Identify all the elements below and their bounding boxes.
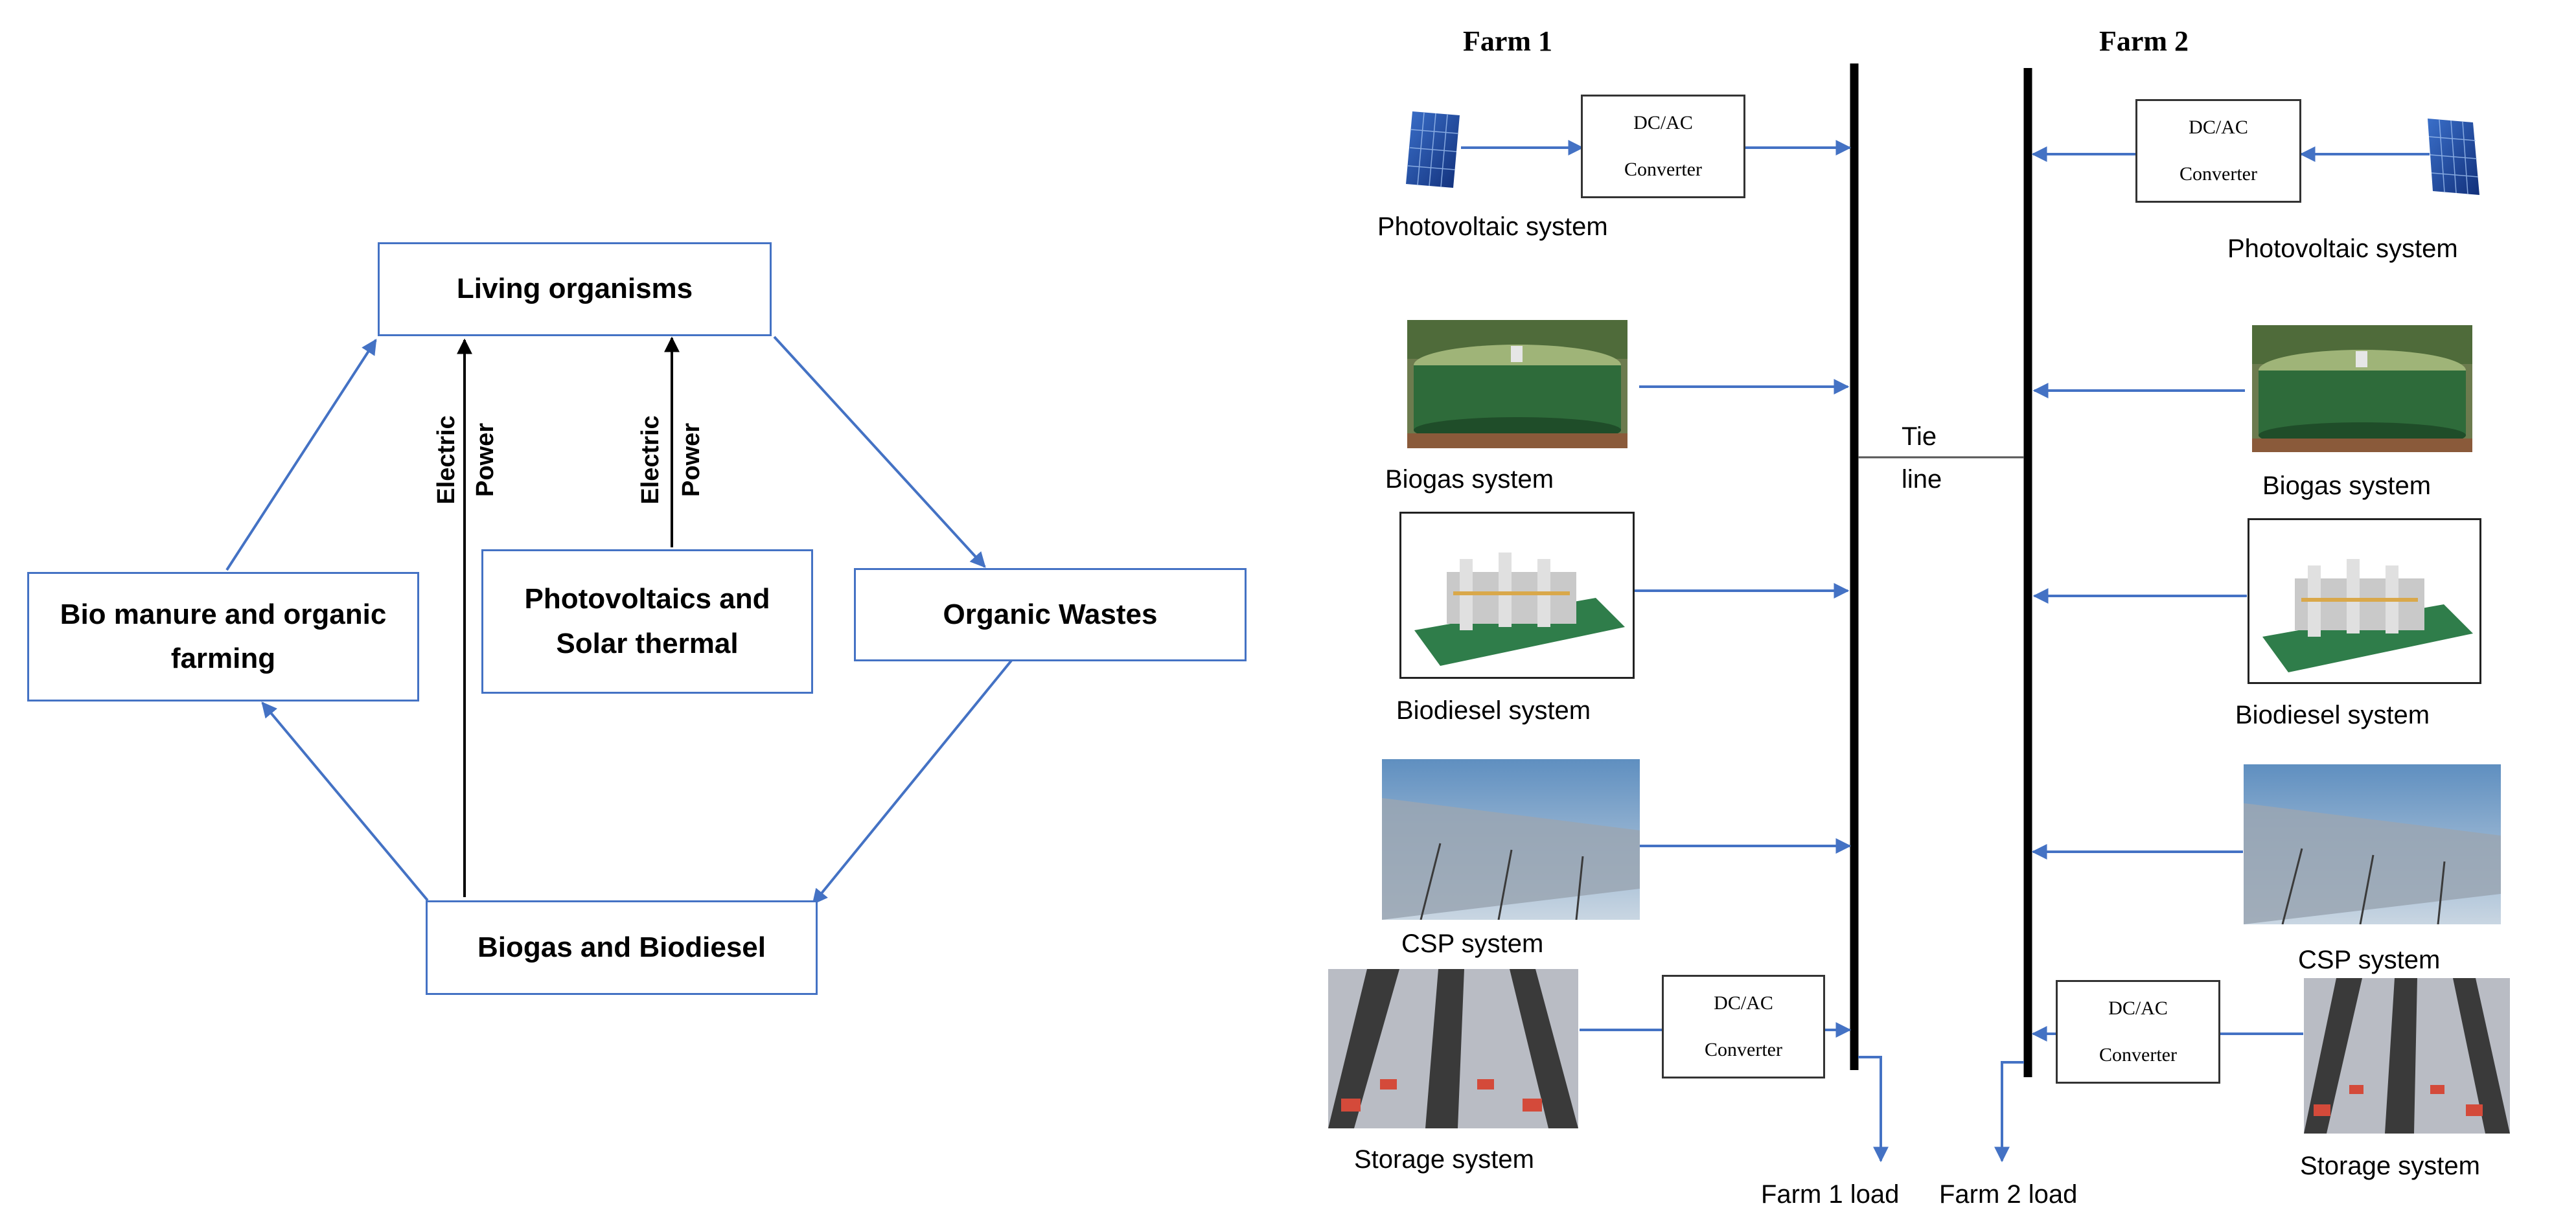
farm2-solar-panel-icon	[2428, 119, 2479, 195]
converter-label-1: DC/AC	[1633, 112, 1693, 133]
farm1-csp-image	[1382, 759, 1640, 920]
farm1-title: Farm 1	[1463, 25, 1553, 57]
converter-label-2: Converter	[2099, 1044, 2177, 1066]
power-label-1: Power	[472, 422, 499, 497]
arrow-organic-wastes-to-biogas	[812, 656, 1015, 905]
farm1-pv-converter: DC/AC Converter	[1581, 95, 1745, 198]
arrow-living-to-organic-wastes	[773, 336, 986, 568]
farm1-biogas-label: Biogas system	[1385, 465, 1554, 494]
farm1-storage-image	[1328, 969, 1578, 1128]
farm2-load-label: Farm 2 load	[1939, 1180, 2078, 1209]
farm2-pv-converter: DC/AC Converter	[2135, 99, 2301, 203]
farm1-pv-label: Photovoltaic system	[1377, 212, 1608, 241]
tie-label: Tie	[1902, 422, 1937, 451]
electric-label-1: Electric	[433, 415, 460, 505]
electric-label-2: Electric	[637, 415, 664, 505]
arrow-bio-manure-to-living	[225, 338, 377, 571]
farm2-biogas-label: Biogas system	[2262, 472, 2432, 500]
farm2-biodiesel-label: Biodiesel system	[2235, 701, 2430, 729]
pv-solar-label-1: Photovoltaics and	[524, 583, 770, 615]
pv-solar-label-2: Solar thermal	[556, 627, 739, 659]
organic-wastes-label: Organic Wastes	[943, 598, 1158, 630]
farm2-title: Farm 2	[2099, 25, 2189, 57]
converter-label-1: DC/AC	[1714, 992, 1773, 1014]
living-organisms-box: Living organisms	[378, 242, 772, 336]
bio-manure-box: Bio manure and organic farming	[27, 572, 419, 702]
biogas-biodiesel-label: Biogas and Biodiesel	[477, 931, 766, 963]
converter-label-1: DC/AC	[2189, 117, 2248, 138]
organic-wastes-box: Organic Wastes	[854, 568, 1247, 661]
farm1-load-label: Farm 1 load	[1761, 1180, 1900, 1209]
farm1-storage-converter: DC/AC Converter	[1662, 975, 1825, 1078]
farm1-load-line	[1858, 1056, 1889, 1163]
farm2-storage-converter: DC/AC Converter	[2056, 980, 2220, 1084]
farm1-solar-panel-icon	[1406, 111, 1460, 188]
power-label-2: Power	[678, 422, 705, 497]
farm2-biogas-image	[2252, 325, 2472, 452]
farm2-load-line	[1994, 1061, 2024, 1163]
farm2-biodiesel-image	[2248, 518, 2481, 684]
farm2-storage-label: Storage system	[2300, 1152, 2480, 1180]
biogas-biodiesel-box: Biogas and Biodiesel	[426, 900, 818, 995]
converter-label-2: Converter	[1705, 1039, 1782, 1060]
bio-manure-label-1: Bio manure and organic	[60, 598, 387, 630]
farm2-pv-label: Photovoltaic system	[2227, 234, 2458, 263]
living-organisms-label: Living organisms	[456, 273, 693, 305]
line-label: line	[1902, 465, 1942, 494]
farm1-csp-label: CSP system	[1401, 930, 1544, 958]
converter-label-2: Converter	[1624, 159, 1702, 180]
farm1-biogas-image	[1407, 320, 1627, 448]
converter-label-1: DC/AC	[2108, 998, 2168, 1019]
bio-manure-label-2: farming	[170, 643, 276, 674]
converter-label-2: Converter	[2179, 163, 2257, 185]
farm2-storage-image	[2304, 978, 2510, 1134]
farm2-csp-label: CSP system	[2298, 946, 2441, 974]
arrow-biogas-to-bio-manure	[261, 702, 429, 902]
farm1-biodiesel-label: Biodiesel system	[1396, 696, 1591, 725]
farm2-csp-image	[2244, 764, 2501, 924]
farm1-biodiesel-image	[1399, 512, 1635, 679]
farm1-storage-label: Storage system	[1354, 1145, 1534, 1174]
pv-solar-thermal-box: Photovoltaics and Solar thermal	[481, 549, 813, 694]
